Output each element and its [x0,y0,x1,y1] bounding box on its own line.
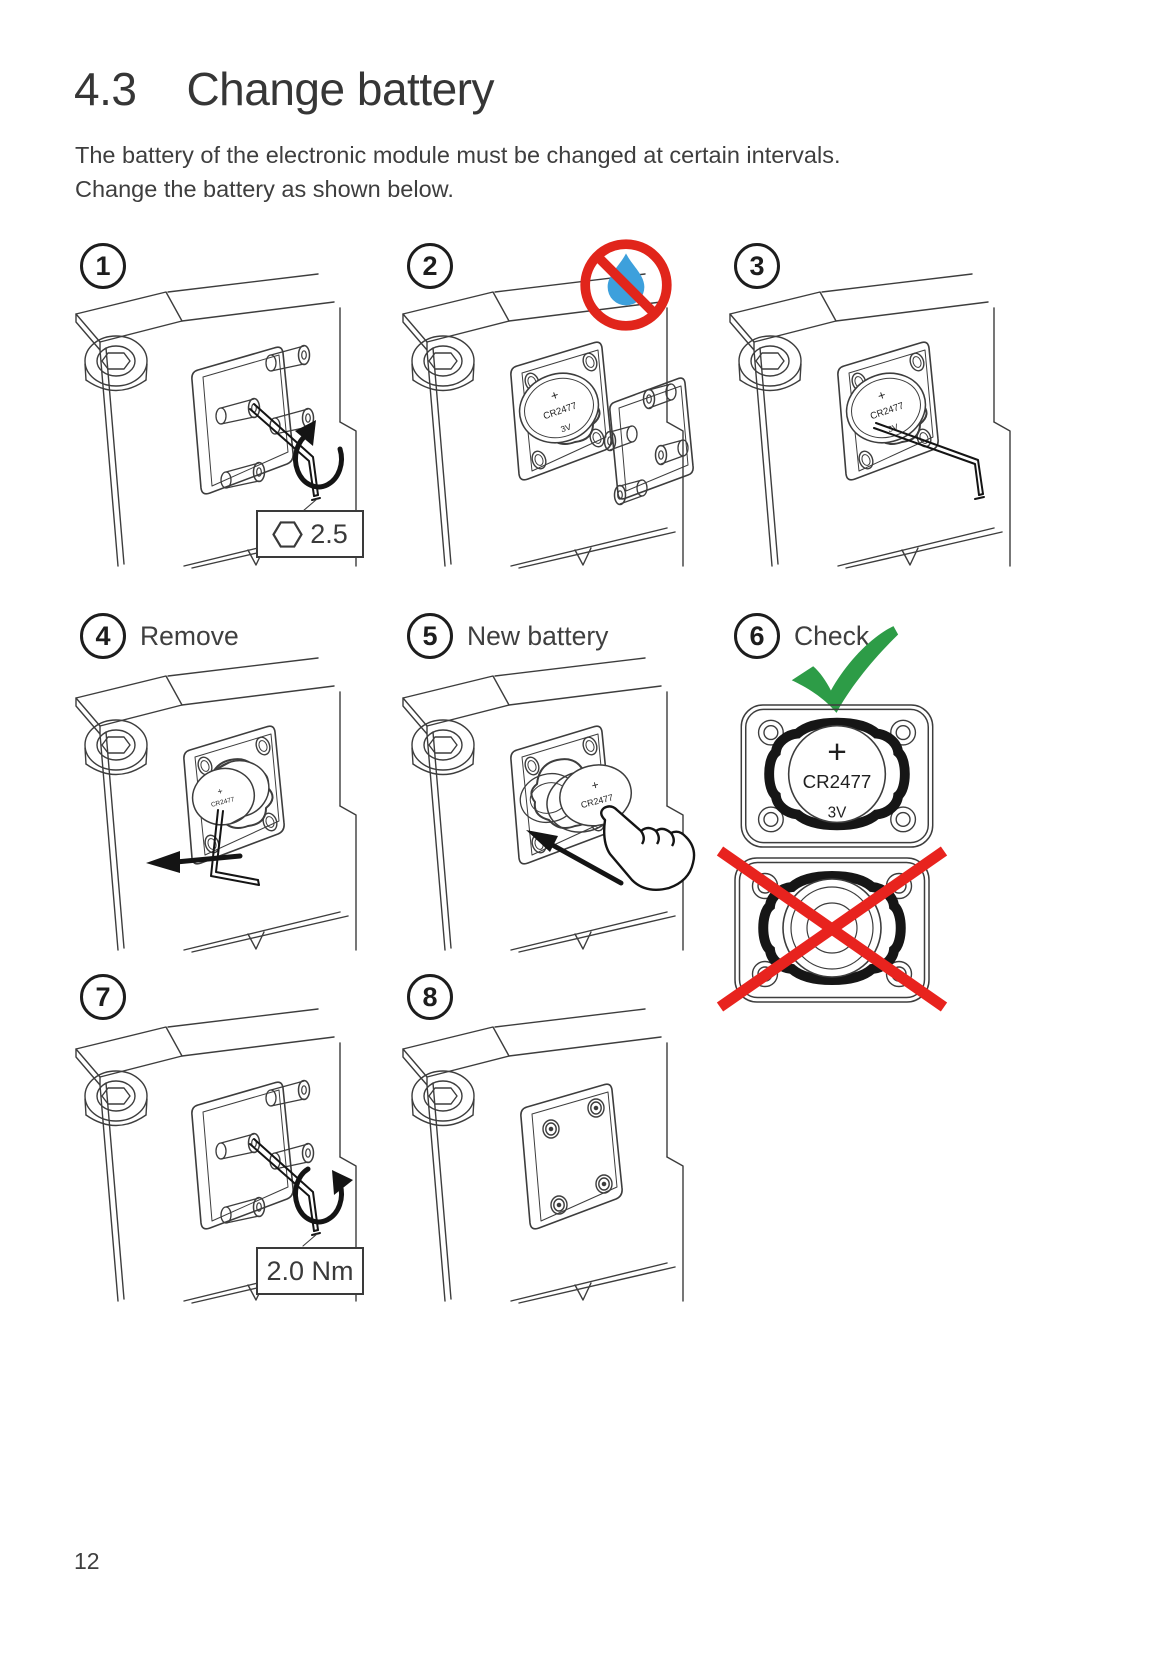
svg-text:+: + [827,734,847,771]
cross-icon [716,846,948,1012]
step-8-illustration [399,1003,699,1304]
hex-key-size-callout: 2.5 [256,510,364,558]
torque-callout: 2.0 Nm [256,1247,364,1295]
battery-wrong-orientation [716,846,948,1013]
step-6-label: Check [794,620,870,651]
hex-socket-icon [272,520,303,548]
step-6-panel: 6 Check +CR2477 3V [716,612,1026,1032]
step-1-illustration [72,268,372,569]
step-7-number-badge: 7 [80,974,126,1020]
step-3-number-badge: 3 [734,243,780,289]
step-7-panel: 7 2.0 Nm [72,973,387,1321]
allen-key [210,809,260,886]
no-water-icon [575,234,677,336]
step-1-panel: 1 2.5 [72,242,387,577]
step-5-panel: 5 New battery +CR2477 [399,612,714,964]
step-4-illustration: +CR2477 [72,652,372,953]
step-8-panel: 8 [399,973,714,1321]
section-title: Change battery [186,63,494,115]
allen-key [873,422,985,500]
step-5-label: New battery [467,620,609,651]
section-heading: 4.3 Change battery [74,62,494,116]
battery-correct-orientation: +CR2477 3V [738,702,936,850]
svg-text:3V: 3V [559,421,572,434]
page-number: 12 [74,1548,100,1574]
section-number: 4.3 [74,63,137,115]
step-5-illustration: +CR2477 [399,652,699,953]
step-8-number-badge: 8 [407,974,453,1020]
pointing-hand [600,805,696,891]
check-icon [788,625,900,715]
intro-paragraph: The battery of the electronic module mus… [75,138,840,206]
svg-text:3V: 3V [828,804,847,821]
step-2-number-badge: 2 [407,243,453,289]
intro-line-1: The battery of the electronic module mus… [75,142,841,168]
step-1-number-badge: 1 [80,243,126,289]
step-7-illustration [72,1003,372,1304]
step-6-number-badge: 6 [734,613,780,659]
step-4-panel: 4 Remove +CR2477 [72,612,387,964]
hex-key-size-value: 2.5 [310,518,348,549]
svg-text:+: + [590,778,600,793]
step-4-number-badge: 4 [80,613,126,659]
step-5-number-badge: 5 [407,613,453,659]
torque-value: 2.0 Nm [266,1255,354,1286]
svg-text:CR2477: CR2477 [803,771,872,792]
step-4-label: Remove [140,620,239,651]
intro-line-2: Change the battery as shown below. [75,176,454,202]
svg-text:+: + [216,786,224,797]
